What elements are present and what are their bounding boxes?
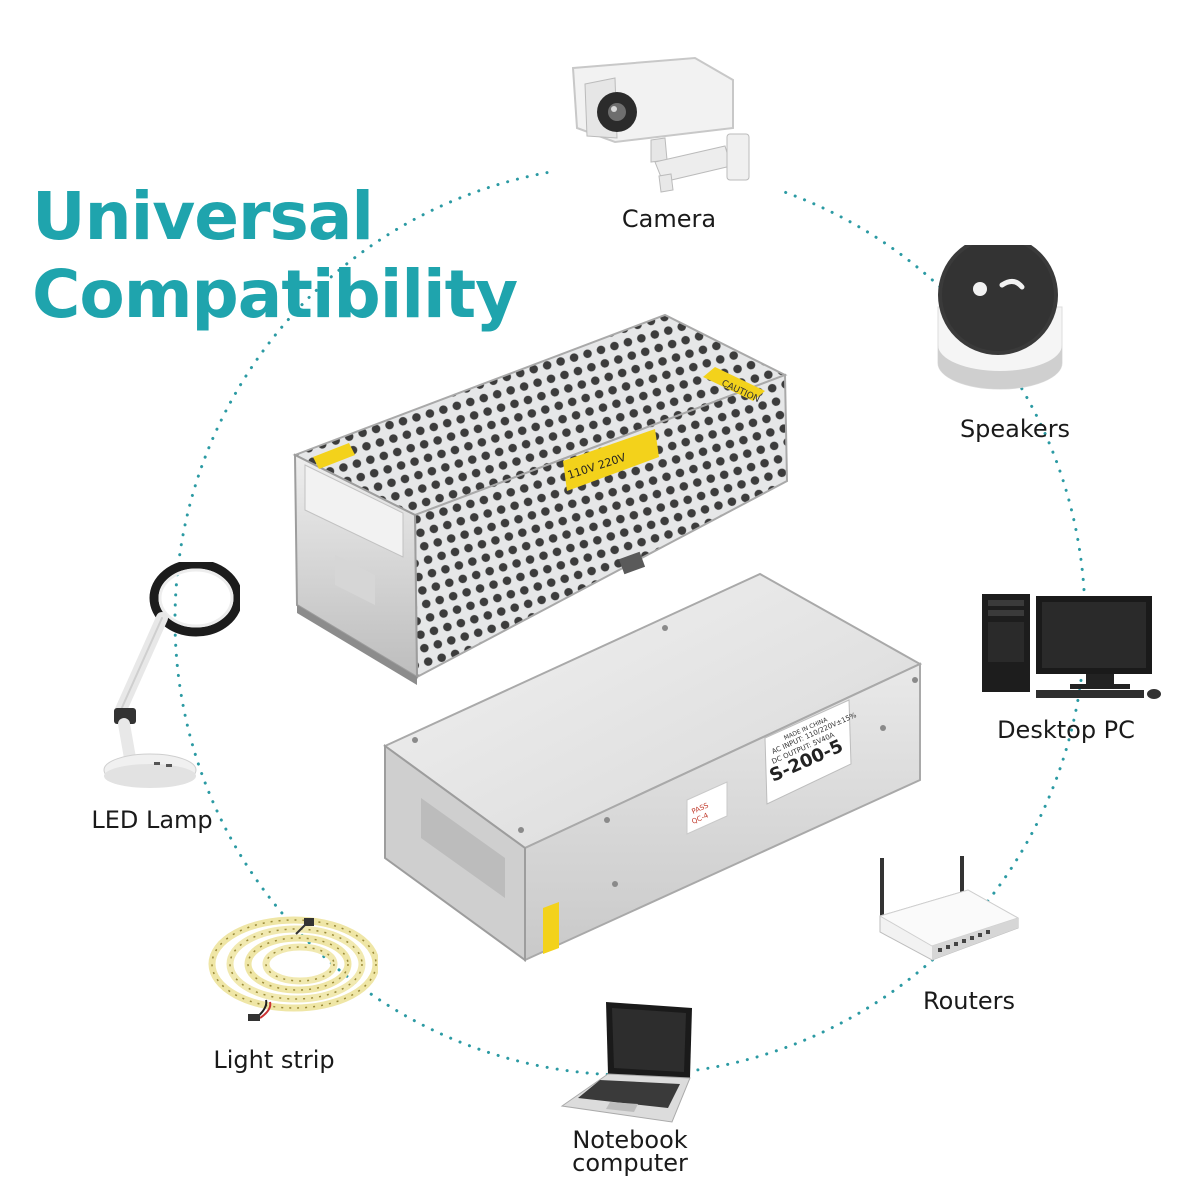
led-lamp-label: LED Lamp: [91, 806, 213, 834]
desktop-pc-icon: [978, 590, 1168, 702]
laptop-icon: [560, 998, 700, 1126]
power-supply-top-image: CAUTION 110V 220V: [275, 305, 835, 685]
smart-speaker-icon: [930, 245, 1070, 400]
light-strip-label: Light strip: [213, 1046, 335, 1074]
speakers-label: Speakers: [959, 415, 1071, 443]
power-supply-bottom-image: S-200-5 DC OUTPUT: 5V40A AC INPUT: 110/2…: [375, 568, 935, 968]
camera-icon: [555, 50, 780, 200]
notebook-label-line-2: computer: [572, 1149, 688, 1177]
light-strip-icon: [200, 914, 378, 1024]
led-lamp-icon: [100, 562, 240, 790]
routers-label: Routers: [922, 987, 1016, 1015]
router-icon: [872, 856, 1022, 968]
page-title: Universal Compatibility: [32, 178, 518, 334]
title-line-2: Compatibility: [32, 256, 518, 333]
notebook-label-line-1: Notebook: [572, 1126, 688, 1154]
camera-label: Camera: [621, 205, 717, 233]
title-line-1: Universal: [32, 178, 374, 255]
desktop-pc-label: Desktop PC: [997, 716, 1135, 744]
notebook-label: Notebook computer: [560, 1126, 700, 1177]
